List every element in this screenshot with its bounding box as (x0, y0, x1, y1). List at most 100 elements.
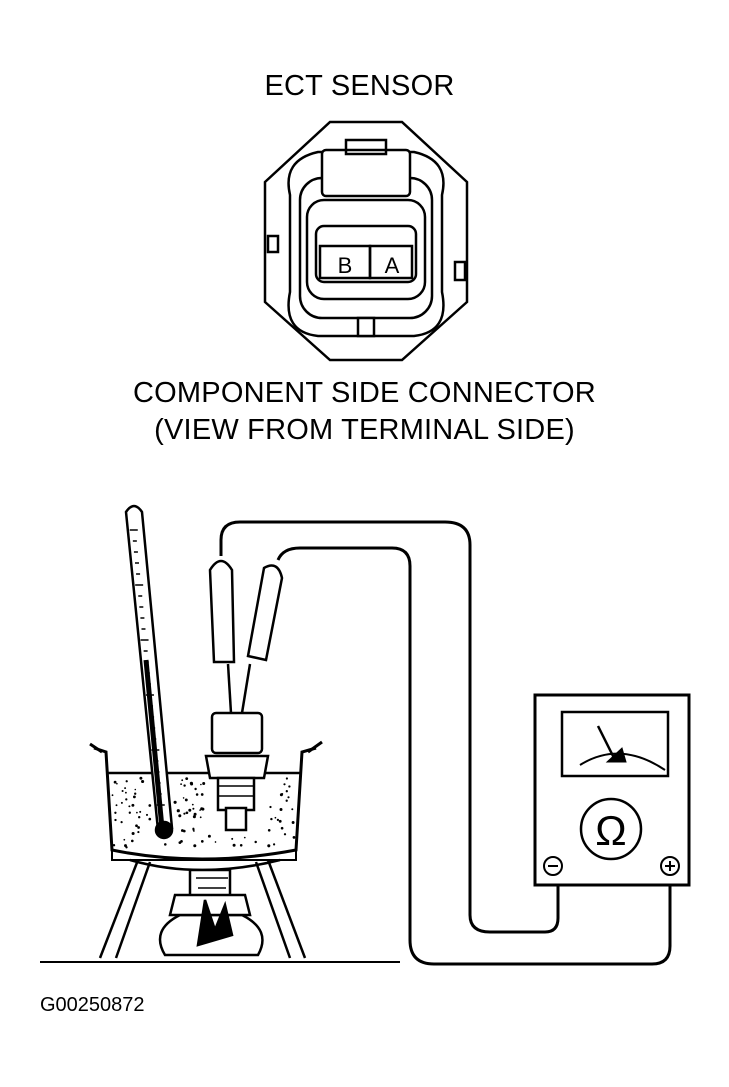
ohmmeter (533, 693, 691, 887)
water-speckle (285, 777, 288, 780)
water-speckle (180, 829, 184, 832)
test-leads (219, 520, 672, 966)
diagram-title: ECT SENSOR (264, 70, 455, 102)
water-speckle (200, 840, 204, 843)
water-speckle (278, 819, 282, 823)
connector-side-tab-left (266, 234, 280, 254)
water-speckle (281, 792, 284, 796)
water-speckle (193, 812, 197, 816)
water-bath (89, 740, 323, 861)
water-speckle (291, 821, 295, 824)
water-speckle (288, 785, 291, 788)
water-speckle (199, 816, 202, 819)
water-speckle (207, 834, 211, 838)
water-speckle (115, 804, 118, 807)
water-speckle (183, 812, 186, 815)
meter-probes (208, 559, 284, 714)
connector-caption-line1: COMPONENT SIDE CONNECTOR (133, 377, 596, 409)
water-speckle (139, 776, 143, 780)
water-speckle (124, 844, 127, 848)
water-speckle (120, 821, 123, 824)
water-speckle (283, 833, 287, 836)
water-speckle (191, 803, 194, 806)
connector-hex-body (263, 120, 469, 362)
connector-latch-tab (344, 138, 388, 156)
water-speckle (121, 789, 124, 793)
water-speckle (285, 799, 288, 802)
terminal-a-box (368, 244, 414, 280)
water-texture (111, 776, 296, 849)
water-speckle (125, 798, 128, 801)
burner (158, 868, 264, 957)
water-speckle (135, 824, 138, 828)
water-speckle (132, 795, 136, 799)
water-speckle (287, 796, 290, 799)
water-speckle (214, 841, 217, 843)
water-speckle (131, 831, 135, 836)
water-speckle (180, 840, 183, 843)
water-speckle (270, 817, 273, 821)
water-speckle (128, 811, 131, 814)
water-speckle (184, 798, 188, 802)
water-speckle (185, 777, 189, 781)
terminal-a-label: A (385, 253, 400, 278)
water-speckle (124, 787, 127, 790)
connector-key-bottom (356, 316, 376, 338)
water-speckle (193, 830, 195, 832)
water-speckle (178, 814, 182, 818)
water-speckle (193, 844, 197, 848)
water-speckle (285, 790, 288, 793)
water-speckle (274, 816, 277, 819)
water-speckle (201, 807, 205, 811)
water-speckle (182, 797, 185, 799)
water-speckle (279, 808, 283, 811)
ohm-symbol: Ω (595, 807, 626, 854)
water-speckle (164, 843, 167, 846)
water-speckle (141, 779, 145, 784)
water-speckle (202, 782, 206, 785)
terminal-b-label: B (338, 253, 353, 278)
connector-latch (320, 148, 412, 198)
water-speckle (134, 788, 137, 791)
thermometer (124, 504, 174, 840)
water-speckle (190, 782, 194, 786)
water-speckle (283, 783, 286, 786)
water-speckle (116, 782, 118, 785)
water-speckle (183, 784, 186, 787)
water-speckle (231, 837, 234, 840)
water-speckle (192, 807, 195, 810)
water-speckle (148, 804, 152, 807)
ect-connector (263, 120, 469, 362)
water-speckle (267, 844, 271, 848)
water-speckle (192, 827, 195, 830)
water-speckle (254, 840, 257, 844)
water-speckle (137, 826, 140, 829)
water-speckle (180, 783, 183, 786)
water-speckle (188, 808, 192, 812)
connector-side-tab-right (453, 260, 467, 282)
water-speckle (120, 801, 123, 804)
water-speckle (113, 780, 117, 784)
figure-id: G00250872 (40, 994, 145, 1016)
water-speckle (125, 780, 128, 783)
water-speckle (199, 809, 201, 811)
water-speckle (200, 793, 204, 796)
water-speckle (131, 803, 135, 807)
water-speckle (123, 838, 126, 841)
water-speckle (195, 793, 199, 796)
water-speckle (243, 836, 246, 839)
water-speckle (267, 828, 271, 832)
water-speckle (291, 808, 294, 811)
water-speckle (276, 818, 280, 822)
water-speckle (194, 787, 197, 791)
water-speckle (124, 791, 127, 794)
water-speckle (292, 836, 296, 839)
water-speckle (232, 843, 236, 847)
connector-caption-line2: (VIEW FROM TERMINAL SIDE) (154, 414, 575, 446)
water-speckle (139, 810, 142, 813)
water-speckle (176, 809, 180, 813)
water-speckle (280, 826, 284, 830)
water-speckle (111, 794, 114, 797)
water-speckle (145, 813, 149, 816)
water-speckle (134, 792, 137, 795)
